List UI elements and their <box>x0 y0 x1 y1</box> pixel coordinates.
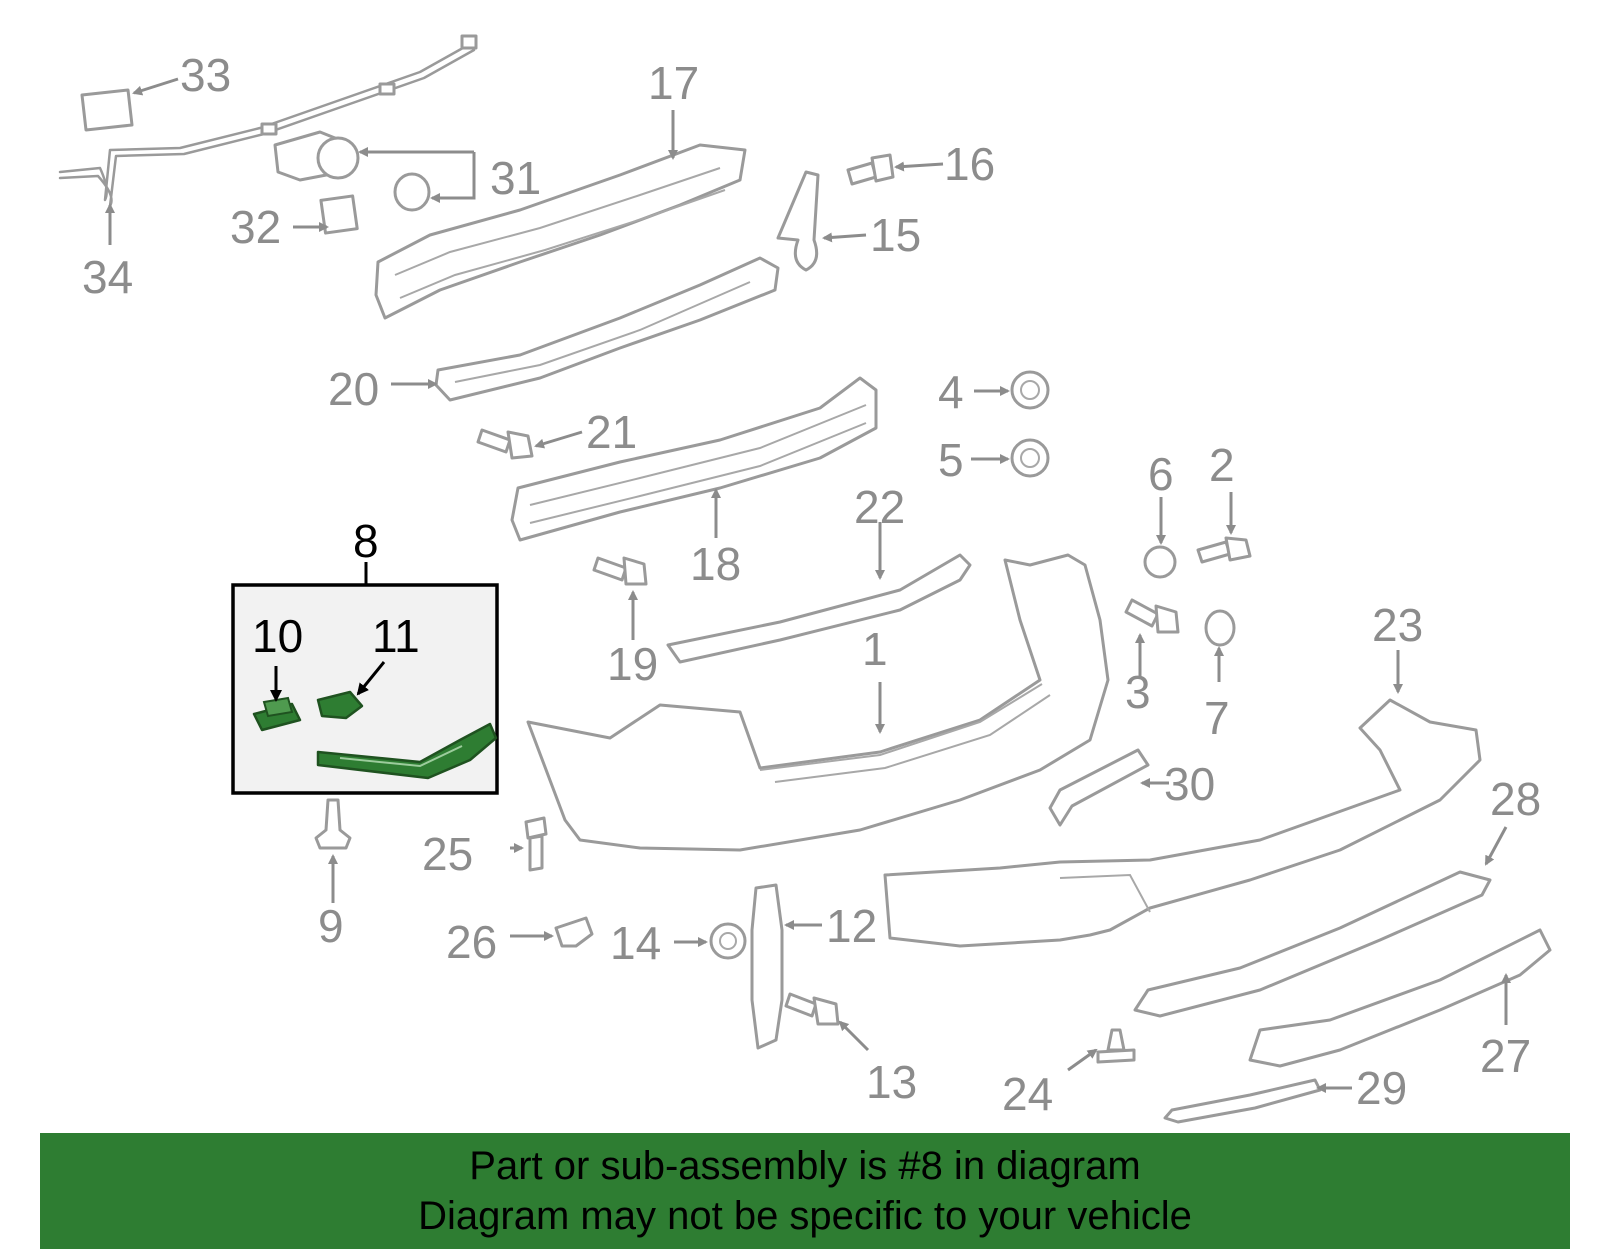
part-8-bracket[interactable] <box>316 722 498 780</box>
bumper-cover-1[interactable] <box>526 553 1110 852</box>
callout-18: 18 <box>690 538 741 590</box>
grommet-14[interactable] <box>709 922 747 960</box>
banner-line-2: Diagram may not be specific to your vehi… <box>418 1194 1192 1238</box>
callout-10: 10 <box>252 610 303 662</box>
callout-26: 26 <box>446 916 497 968</box>
bracket-15[interactable] <box>776 170 820 272</box>
bolt-25[interactable] <box>524 816 548 872</box>
callout-2: 2 <box>1209 439 1235 491</box>
callout-23: 23 <box>1372 599 1423 651</box>
callout-20: 20 <box>328 363 379 415</box>
callout-12: 12 <box>826 900 877 952</box>
callout-11: 11 <box>372 610 420 662</box>
callout-27: 27 <box>1480 1030 1531 1082</box>
callout-21: 21 <box>586 406 637 458</box>
washer-6[interactable] <box>1143 545 1177 579</box>
callout-28: 28 <box>1490 773 1541 825</box>
callout-17: 17 <box>648 57 699 109</box>
clip-26[interactable] <box>554 916 594 948</box>
bumper-reinforcement-18[interactable] <box>510 376 878 542</box>
push-pin-9[interactable] <box>314 798 352 850</box>
part-11-clip[interactable] <box>316 690 364 720</box>
bracket-bar-20[interactable] <box>434 256 780 402</box>
molding-28[interactable] <box>1133 870 1492 1018</box>
callout-8: 8 <box>353 515 379 567</box>
module-33[interactable] <box>80 88 134 132</box>
grommet-5[interactable] <box>1010 438 1050 478</box>
callout-33: 33 <box>180 49 231 101</box>
callout-31: 31 <box>490 152 541 204</box>
bolt-2[interactable] <box>1196 536 1252 564</box>
callout-15: 15 <box>870 209 921 261</box>
callout-13: 13 <box>866 1056 917 1108</box>
reflector-30[interactable] <box>1048 748 1150 827</box>
bolt-13[interactable] <box>784 992 840 1026</box>
callout-7: 7 <box>1204 692 1230 744</box>
valance-27[interactable] <box>1248 928 1552 1068</box>
callout-19: 19 <box>607 638 658 690</box>
callout-14: 14 <box>610 917 661 969</box>
callout-22: 22 <box>854 481 905 533</box>
part-8-group[interactable] <box>231 562 499 795</box>
banner-line-1: Part or sub-assembly is #8 in diagram <box>469 1144 1141 1188</box>
callout-25: 25 <box>422 828 473 880</box>
callout-6: 6 <box>1148 448 1174 500</box>
bolt-21[interactable] <box>476 428 534 460</box>
step-pad-22[interactable] <box>666 553 972 664</box>
energy-absorber-17[interactable] <box>374 143 747 320</box>
fascia-23[interactable] <box>883 698 1482 948</box>
wiring-harness-34[interactable] <box>58 34 478 208</box>
callout-5: 5 <box>938 434 964 486</box>
bolt-16[interactable] <box>846 153 895 186</box>
grommet-4[interactable] <box>1010 370 1050 410</box>
retainer-24[interactable] <box>1096 1028 1136 1064</box>
callout-16: 16 <box>944 138 995 190</box>
callout-3: 3 <box>1125 666 1151 718</box>
callout-30: 30 <box>1164 758 1215 810</box>
bolt-3[interactable] <box>1124 598 1180 634</box>
callout-24: 24 <box>1002 1068 1053 1120</box>
callout-29: 29 <box>1356 1062 1407 1114</box>
callout-34: 34 <box>82 251 133 303</box>
callout-4: 4 <box>938 366 964 418</box>
pad-32[interactable] <box>319 194 359 235</box>
strip-29[interactable] <box>1163 1078 1322 1124</box>
callout-32: 32 <box>230 201 281 253</box>
plug-7[interactable] <box>1204 609 1236 647</box>
callout-1: 1 <box>862 623 888 675</box>
callout-labels: 1 2 3 4 5 6 7 8 9 10 11 12 13 14 15 16 1… <box>82 49 1541 1120</box>
leader-arrows <box>105 77 1511 1093</box>
info-banner: Part or sub-assembly is #8 in diagram Di… <box>40 1133 1570 1249</box>
side-bracket-12[interactable] <box>750 883 784 1050</box>
park-sensor-31[interactable] <box>273 130 431 212</box>
callout-9: 9 <box>318 900 344 952</box>
bolt-19[interactable] <box>592 556 648 586</box>
